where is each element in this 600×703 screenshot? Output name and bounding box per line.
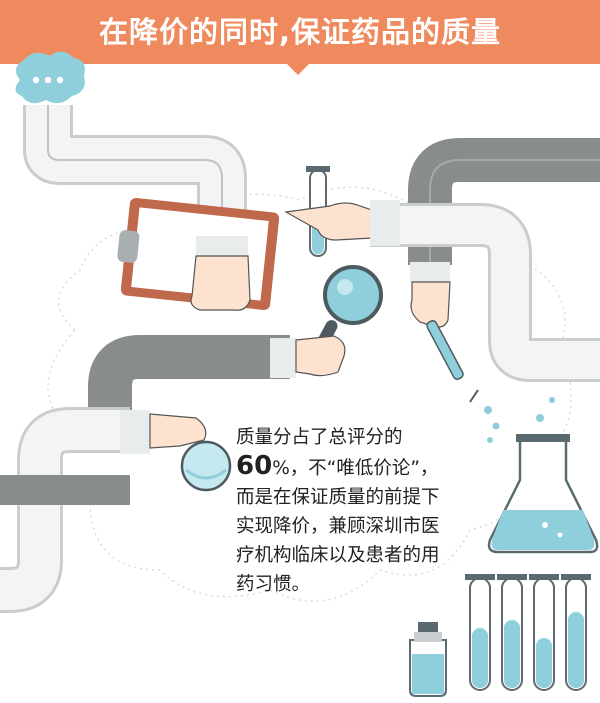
test-tube-icon (497, 574, 527, 691)
page-title: 在降价的同时,保证药品的质量 (98, 15, 502, 49)
vial-icon (409, 622, 447, 697)
hand-magnifier (270, 335, 346, 378)
pipe-gray-top-right (408, 138, 600, 265)
test-tube-rack (465, 574, 591, 691)
hand-dropper (410, 262, 451, 328)
test-tube-icon (529, 574, 559, 691)
pipe-white-bottom-left (0, 407, 130, 613)
chat-bubble-icon (15, 51, 85, 104)
pipe-white-top-left (23, 105, 247, 248)
body-line-4: 实现降价，兼顾深圳市医 (236, 516, 440, 537)
body-line-5: 疗机构临床以及患者的用 (236, 545, 440, 566)
body-line-3: 而是在保证质量的前提下 (236, 487, 440, 508)
body-line-6: 药习惯。 (236, 574, 311, 595)
title-banner (0, 0, 600, 64)
test-tube-icon (561, 574, 591, 691)
body-line-1: 质量分占了总评分的 (236, 427, 403, 448)
body-line-2: 60%，不“唯低价论”， (236, 452, 506, 483)
percentage-number: 60 (236, 451, 273, 481)
body-line-2-rest: %，不“唯低价论”， (272, 458, 439, 479)
body-paragraph: 质量分占了总评分的 60%，不“唯低价论”， 而是在保证质量的前提下 实现降价，… (236, 423, 506, 599)
dropper-icon (426, 320, 500, 443)
hand-clipboard (190, 236, 251, 311)
pipe-gray-middle-left (88, 335, 290, 440)
pipe-white-right (370, 203, 600, 382)
petri-dish-icon (180, 440, 232, 492)
hand-test-tube (284, 200, 400, 246)
test-tube-icon (465, 574, 495, 691)
flask-icon (487, 397, 599, 554)
title-banner-pointer (287, 64, 309, 75)
hand-petri (120, 410, 207, 454)
